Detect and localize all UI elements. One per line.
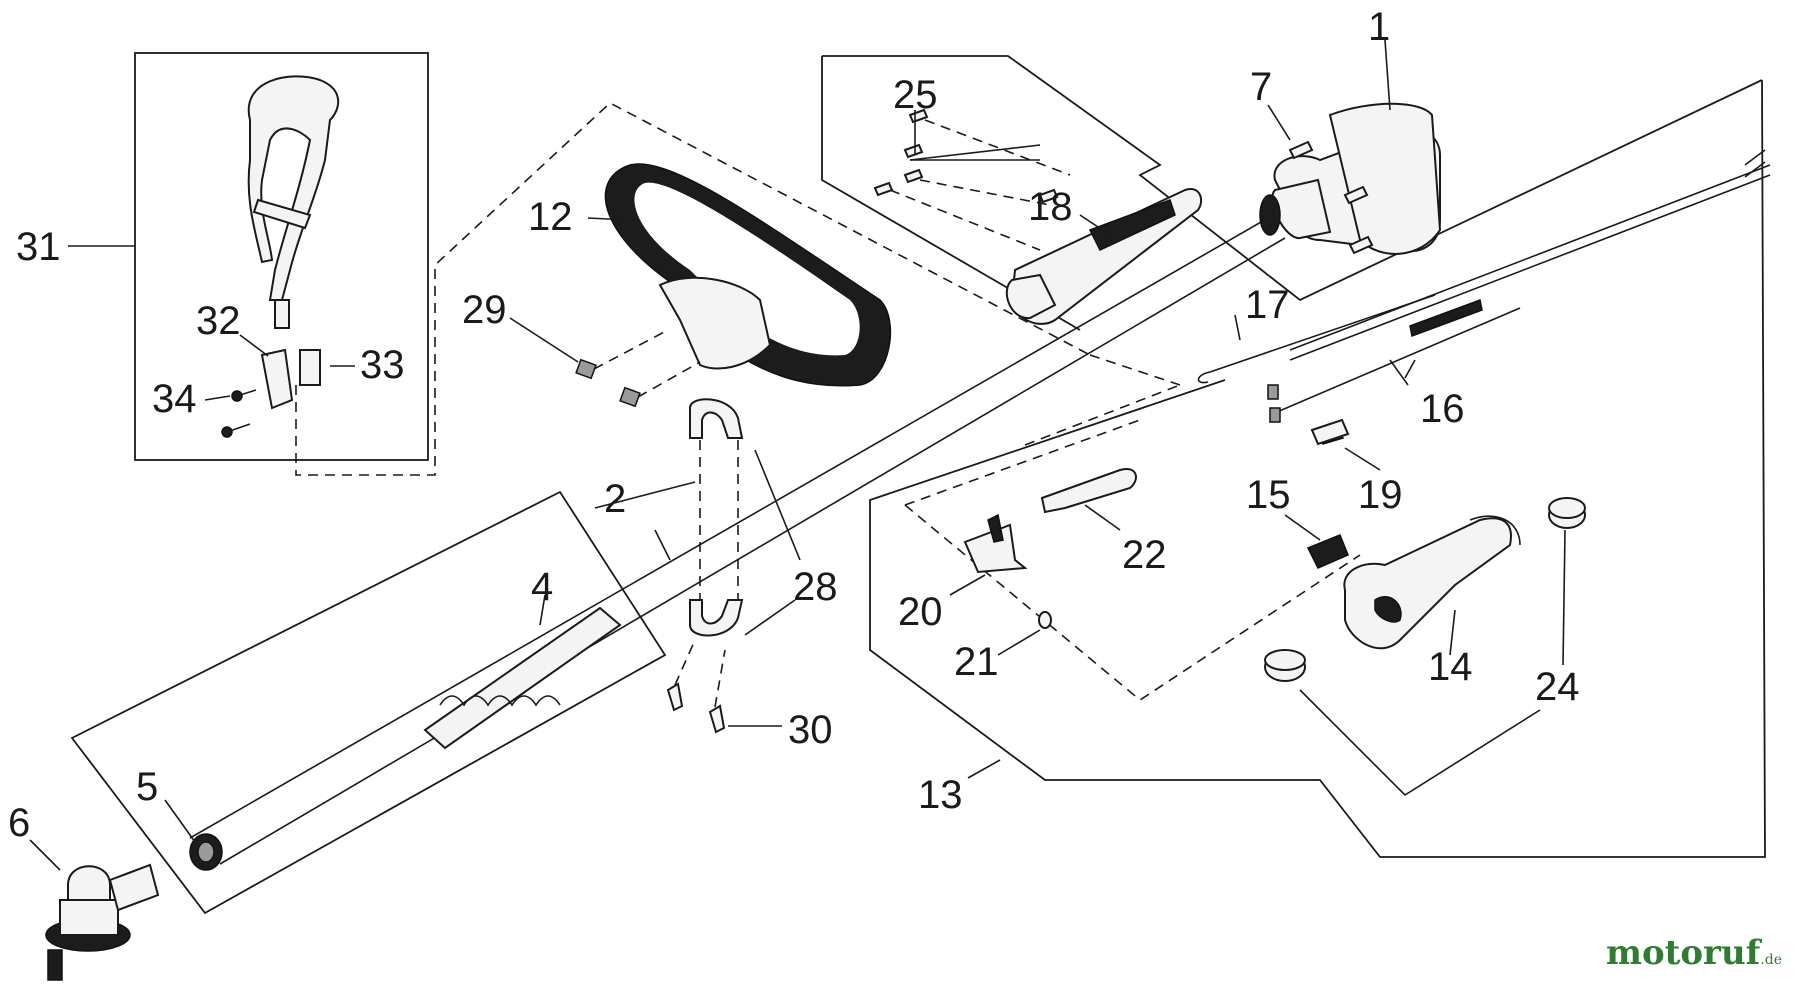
harness-hanger [221,348,321,438]
label-leaders-small [204,334,355,401]
drive-shaft-tube [189,213,1286,871]
throttle-handle-housing [1005,188,1203,325]
callout-15: 15 [1246,473,1291,517]
handle-bracket-nuts [509,317,701,408]
grip-bands [1264,497,1586,797]
callout-34: 34 [152,377,197,421]
harness-box [68,52,429,461]
watermark-suffix: .de [1760,952,1782,968]
cable-clip [1310,418,1381,471]
callout-13: 13 [918,773,963,817]
loop-handle [604,163,892,387]
throttle-cables [1197,149,1771,416]
spring [997,611,1052,656]
engine-group-outline [821,55,1763,331]
callout-28: 28 [793,565,838,609]
rear-grip-group-outline [869,79,1766,858]
housing-screws [1267,104,1374,255]
rear-grip [1343,515,1521,656]
callout-22: 22 [1122,533,1167,577]
callout-25: 25 [893,73,938,117]
gear-head [45,863,160,981]
callout-12: 12 [528,195,573,239]
clutch-housing [1259,39,1442,255]
callout-4: 4 [531,565,553,609]
callout-21: 21 [954,640,999,684]
callout-16: 16 [1420,387,1465,431]
throttle-screws [873,108,1071,251]
handle-clamp [666,398,801,734]
callout-33: 33 [360,343,405,387]
watermark-text: motoruf [1606,933,1761,973]
callout-2: 2 [604,477,626,521]
stop-switch [1284,514,1349,569]
callout-20: 20 [898,590,943,634]
watermark-logo: motoruf.de [1606,933,1782,973]
callout-30: 30 [788,708,833,752]
shoulder-harness [247,75,340,329]
trigger [949,513,1028,596]
callout-14: 14 [1428,645,1473,689]
callout-24: 24 [1535,665,1580,709]
callout-5: 5 [136,765,158,809]
callout-labels: 1 2 4 5 6 7 12 13 14 15 16 17 18 19 20 2… [8,5,1580,845]
callout-1: 1 [1368,5,1390,49]
callout-17: 17 [1245,283,1290,327]
callout-29: 29 [462,288,507,332]
callout-7: 7 [1250,65,1272,109]
handle-group-dashed-outline [295,102,1091,476]
flex-drive-shaft [423,606,622,750]
callout-19: 19 [1358,473,1403,517]
throttle-lever [1040,468,1137,531]
callout-31: 31 [16,225,61,269]
callout-18: 18 [1028,185,1073,229]
callout-32: 32 [196,299,241,343]
callout-6: 6 [8,801,30,845]
shaft-group-box [70,490,667,915]
leader-lines [29,217,1416,871]
